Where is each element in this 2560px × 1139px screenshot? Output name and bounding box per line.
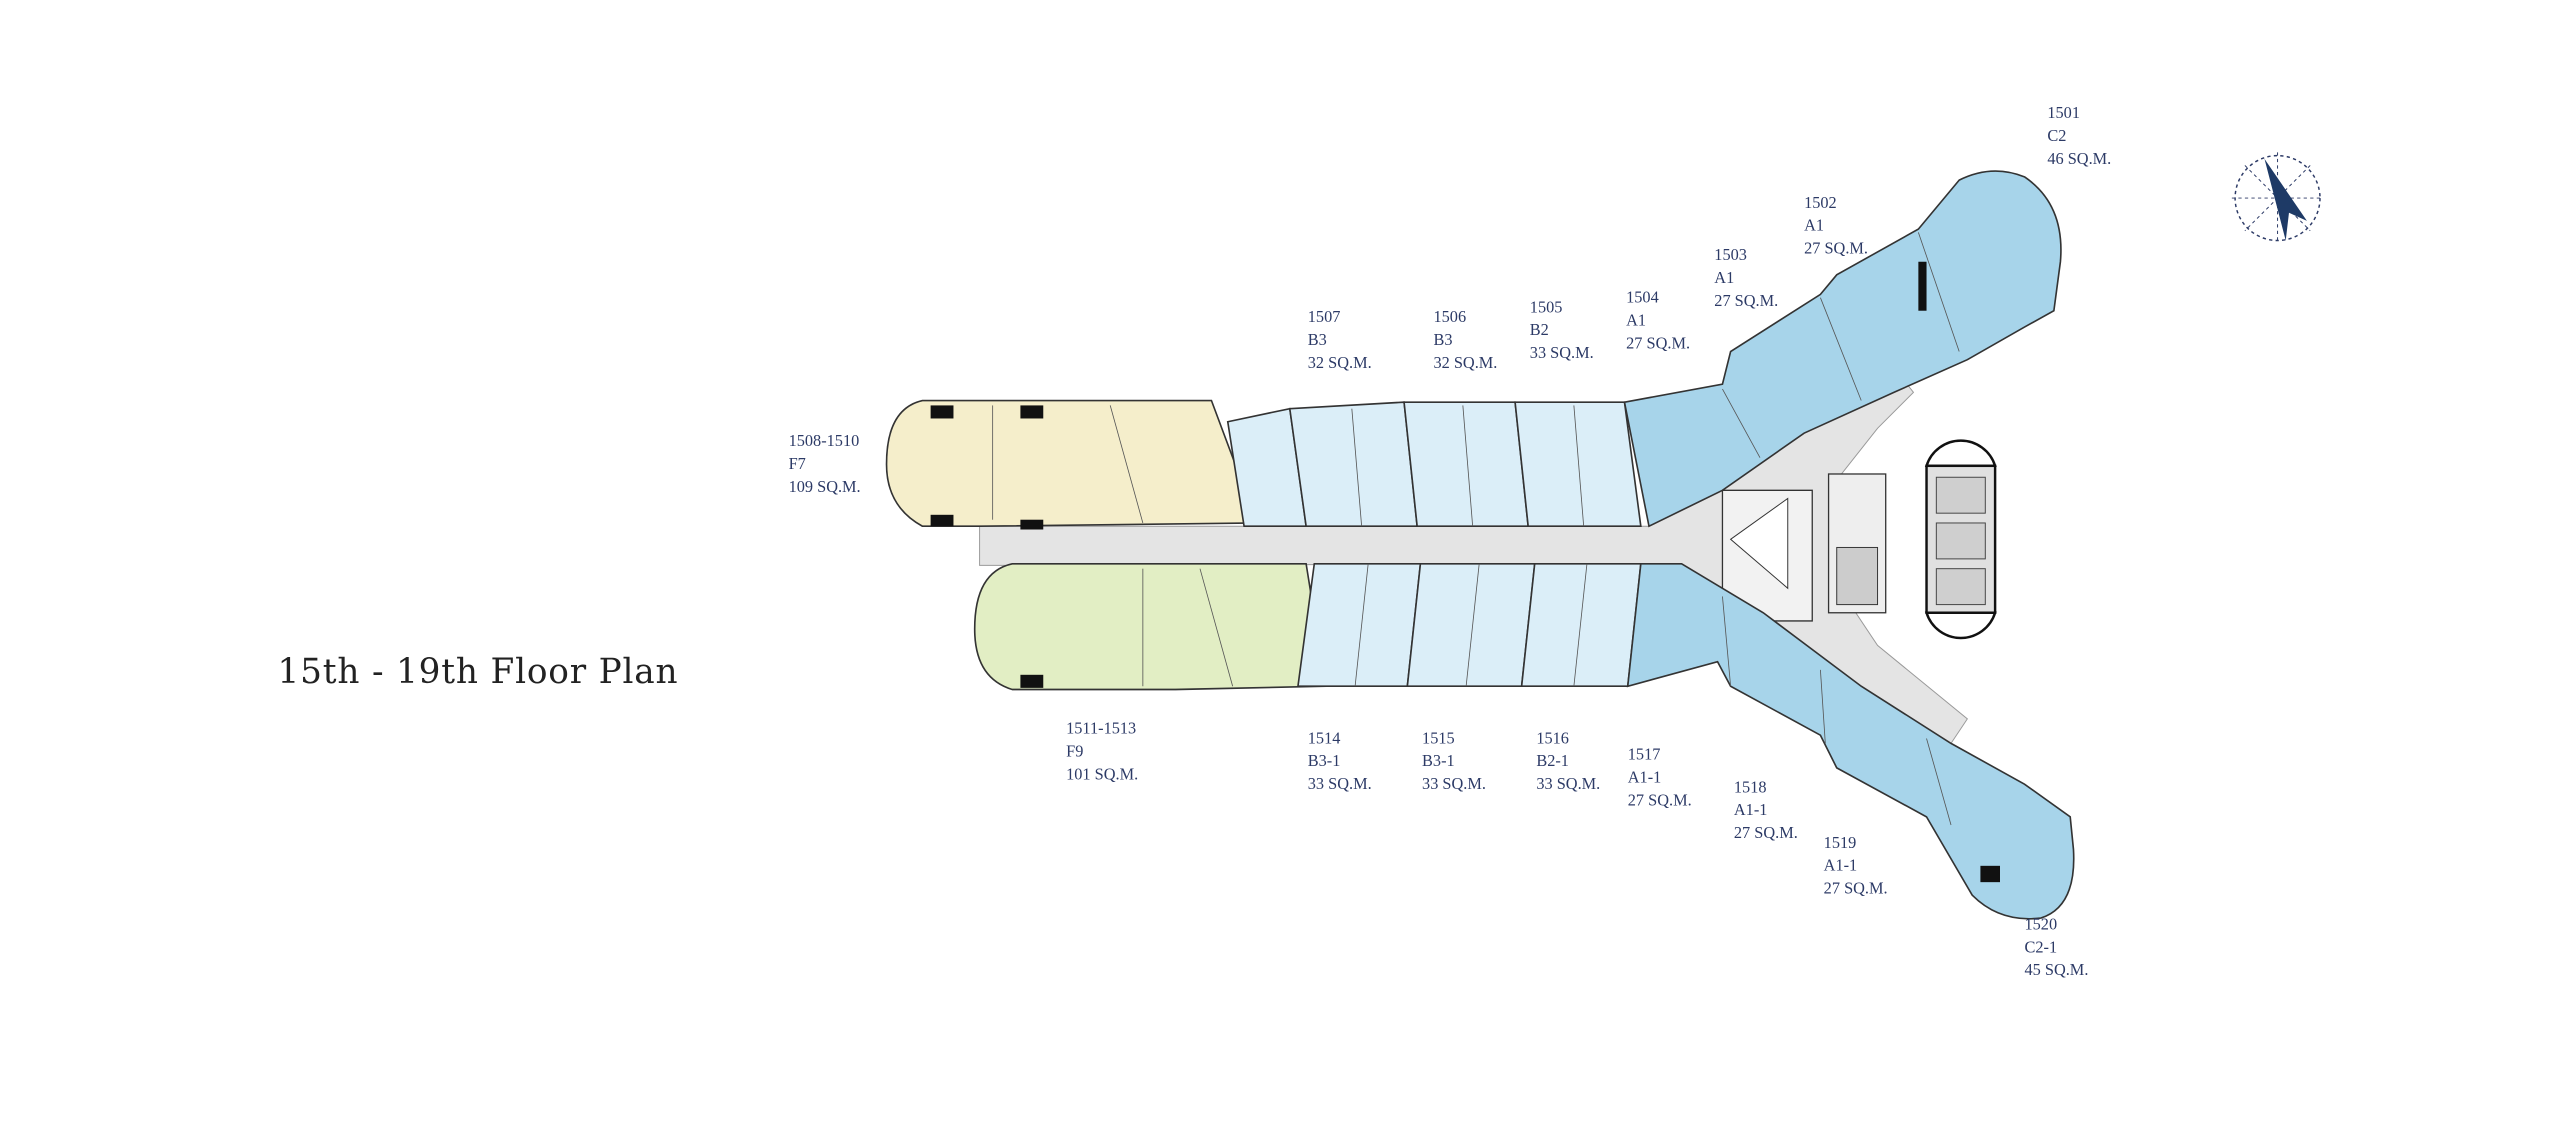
unit-label-text: B3-1: [1422, 751, 1455, 770]
unit-label-text: 27 SQ.M.: [1714, 291, 1778, 310]
unit-f7: [885, 399, 1259, 530]
unit-label-text: 32 SQ.M.: [1433, 353, 1497, 372]
unit-f9: [973, 562, 1327, 691]
compass-north-arrow-icon: [2231, 152, 2324, 244]
unit-label-text: C2-1: [2024, 937, 2057, 956]
unit-label-text: A1: [1714, 268, 1734, 287]
unit-label-text: 101 SQ.M.: [1066, 764, 1138, 783]
unit-label-text: 27 SQ.M.: [1734, 823, 1798, 842]
unit-label-text: A1-1: [1824, 856, 1858, 875]
unit-label-text: 45 SQ.M.: [2024, 960, 2088, 979]
unit-label-text: 27 SQ.M.: [1628, 790, 1692, 809]
unit-label-text: 33 SQ.M.: [1308, 774, 1372, 793]
unit-label-text: A1: [1804, 216, 1824, 235]
unit-label-text: 1511-1513: [1066, 719, 1136, 738]
lift-core: [1924, 439, 1997, 640]
unit-label-text: 1518: [1734, 777, 1767, 796]
unit-label-text: B3-1: [1308, 751, 1341, 770]
unit-label-text: 1501: [2047, 103, 2080, 122]
unit-label-text: F7: [789, 454, 806, 473]
unit-label-text: A1-1: [1734, 800, 1768, 819]
unit-label-text: 1503: [1714, 245, 1747, 264]
unit-label-text: 1515: [1422, 728, 1455, 747]
unit-label-text: 33 SQ.M.: [1530, 343, 1594, 362]
unit-label-text: 1506: [1433, 307, 1466, 326]
units-upper-arm: [1623, 170, 2062, 528]
page-title: 15th - 19th Floor Plan: [278, 652, 679, 692]
unit-label-text: 33 SQ.M.: [1422, 774, 1486, 793]
unit-label-text: 1514: [1308, 728, 1341, 747]
unit-label-text: 33 SQ.M.: [1536, 774, 1600, 793]
unit-label-text: 27 SQ.M.: [1626, 333, 1690, 352]
corridor: [979, 367, 1969, 745]
units-lower-arm: [1626, 562, 2075, 920]
unit-label-text: B3: [1308, 330, 1327, 349]
unit-label-text: 1517: [1628, 745, 1661, 764]
unit-label-text: 1516: [1536, 728, 1569, 747]
unit-label-text: 1508-1510: [789, 431, 860, 450]
unit-label-text: 1507: [1308, 307, 1341, 326]
unit-label-text: 1520: [2024, 915, 2057, 934]
units-b-upper: [1226, 401, 1642, 688]
unit-label-text: 27 SQ.M.: [1804, 239, 1868, 258]
unit-label-text: 46 SQ.M.: [2047, 149, 2111, 168]
unit-label-text: B2: [1530, 320, 1549, 339]
unit-label-text: 32 SQ.M.: [1308, 353, 1372, 372]
unit-label-text: 1505: [1530, 297, 1563, 316]
unit-label-text: A1-1: [1628, 768, 1662, 787]
unit-label-text: 1504: [1626, 288, 1659, 307]
unit-label-text: 1519: [1824, 833, 1857, 852]
unit-label-text: C2: [2047, 126, 2066, 145]
unit-label-text: F9: [1066, 741, 1083, 760]
unit-label-text: 27 SQ.M.: [1824, 879, 1888, 898]
unit-label-text: 1502: [1804, 193, 1837, 212]
unit-label-text: B2-1: [1536, 751, 1569, 770]
unit-label-text: 109 SQ.M.: [789, 477, 861, 496]
unit-label-text: B3: [1433, 330, 1452, 349]
unit-label-text: A1: [1626, 310, 1646, 329]
